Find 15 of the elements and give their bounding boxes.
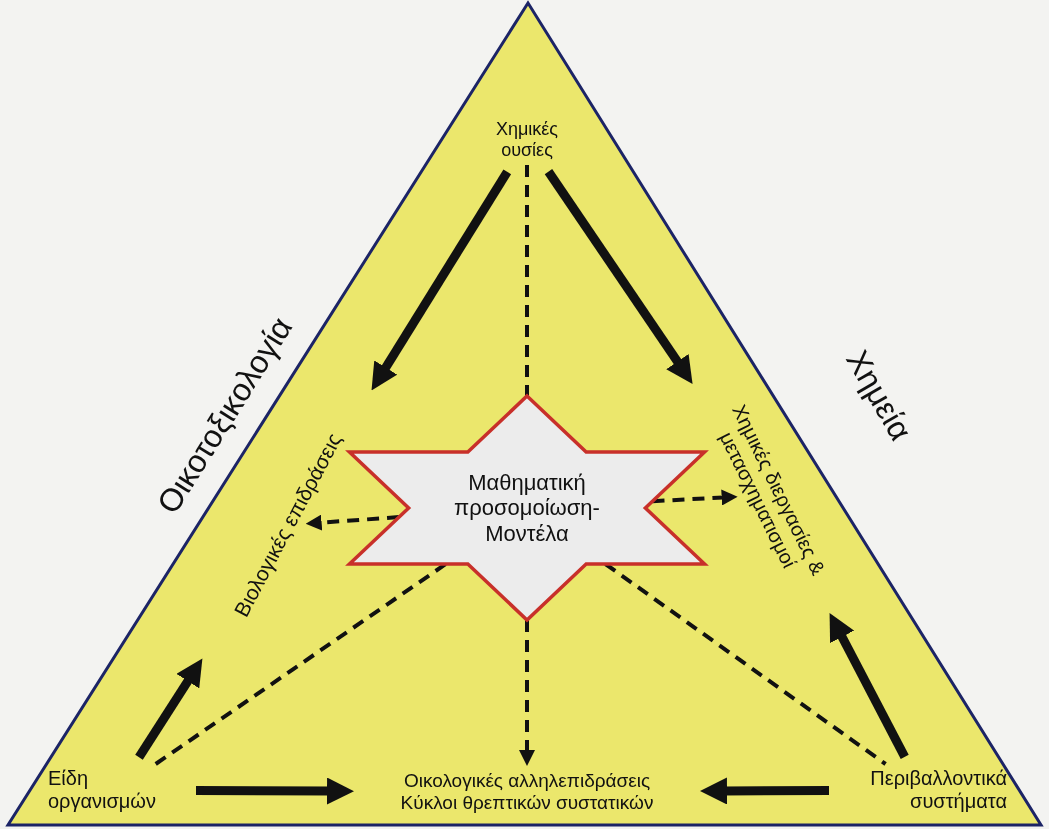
dashed-arrow — [519, 620, 535, 766]
dashed-line — [525, 165, 529, 396]
thick-arrow — [700, 777, 830, 805]
thick-arrow — [195, 777, 354, 805]
concept-text: Περιβαλλοντικά συστήματα — [869, 767, 1007, 813]
thick-arrow — [829, 612, 909, 759]
thick-arrow — [135, 658, 203, 760]
concept-text: Χημικές ουσίες — [494, 119, 560, 161]
concept-text: Οικολογικές αλληλεπιδράσεις Κύκλοι θρεπτικών συστατικών — [399, 770, 655, 814]
thick-arrow — [371, 169, 512, 391]
concept-text: Είδη οργανισμών — [48, 767, 157, 813]
thick-arrow — [544, 169, 693, 384]
dashed-arrow — [305, 514, 400, 531]
dashed-arrow — [652, 489, 738, 506]
model-text: Μαθηματική προσομοίωση- Μοντέλα — [453, 470, 601, 546]
